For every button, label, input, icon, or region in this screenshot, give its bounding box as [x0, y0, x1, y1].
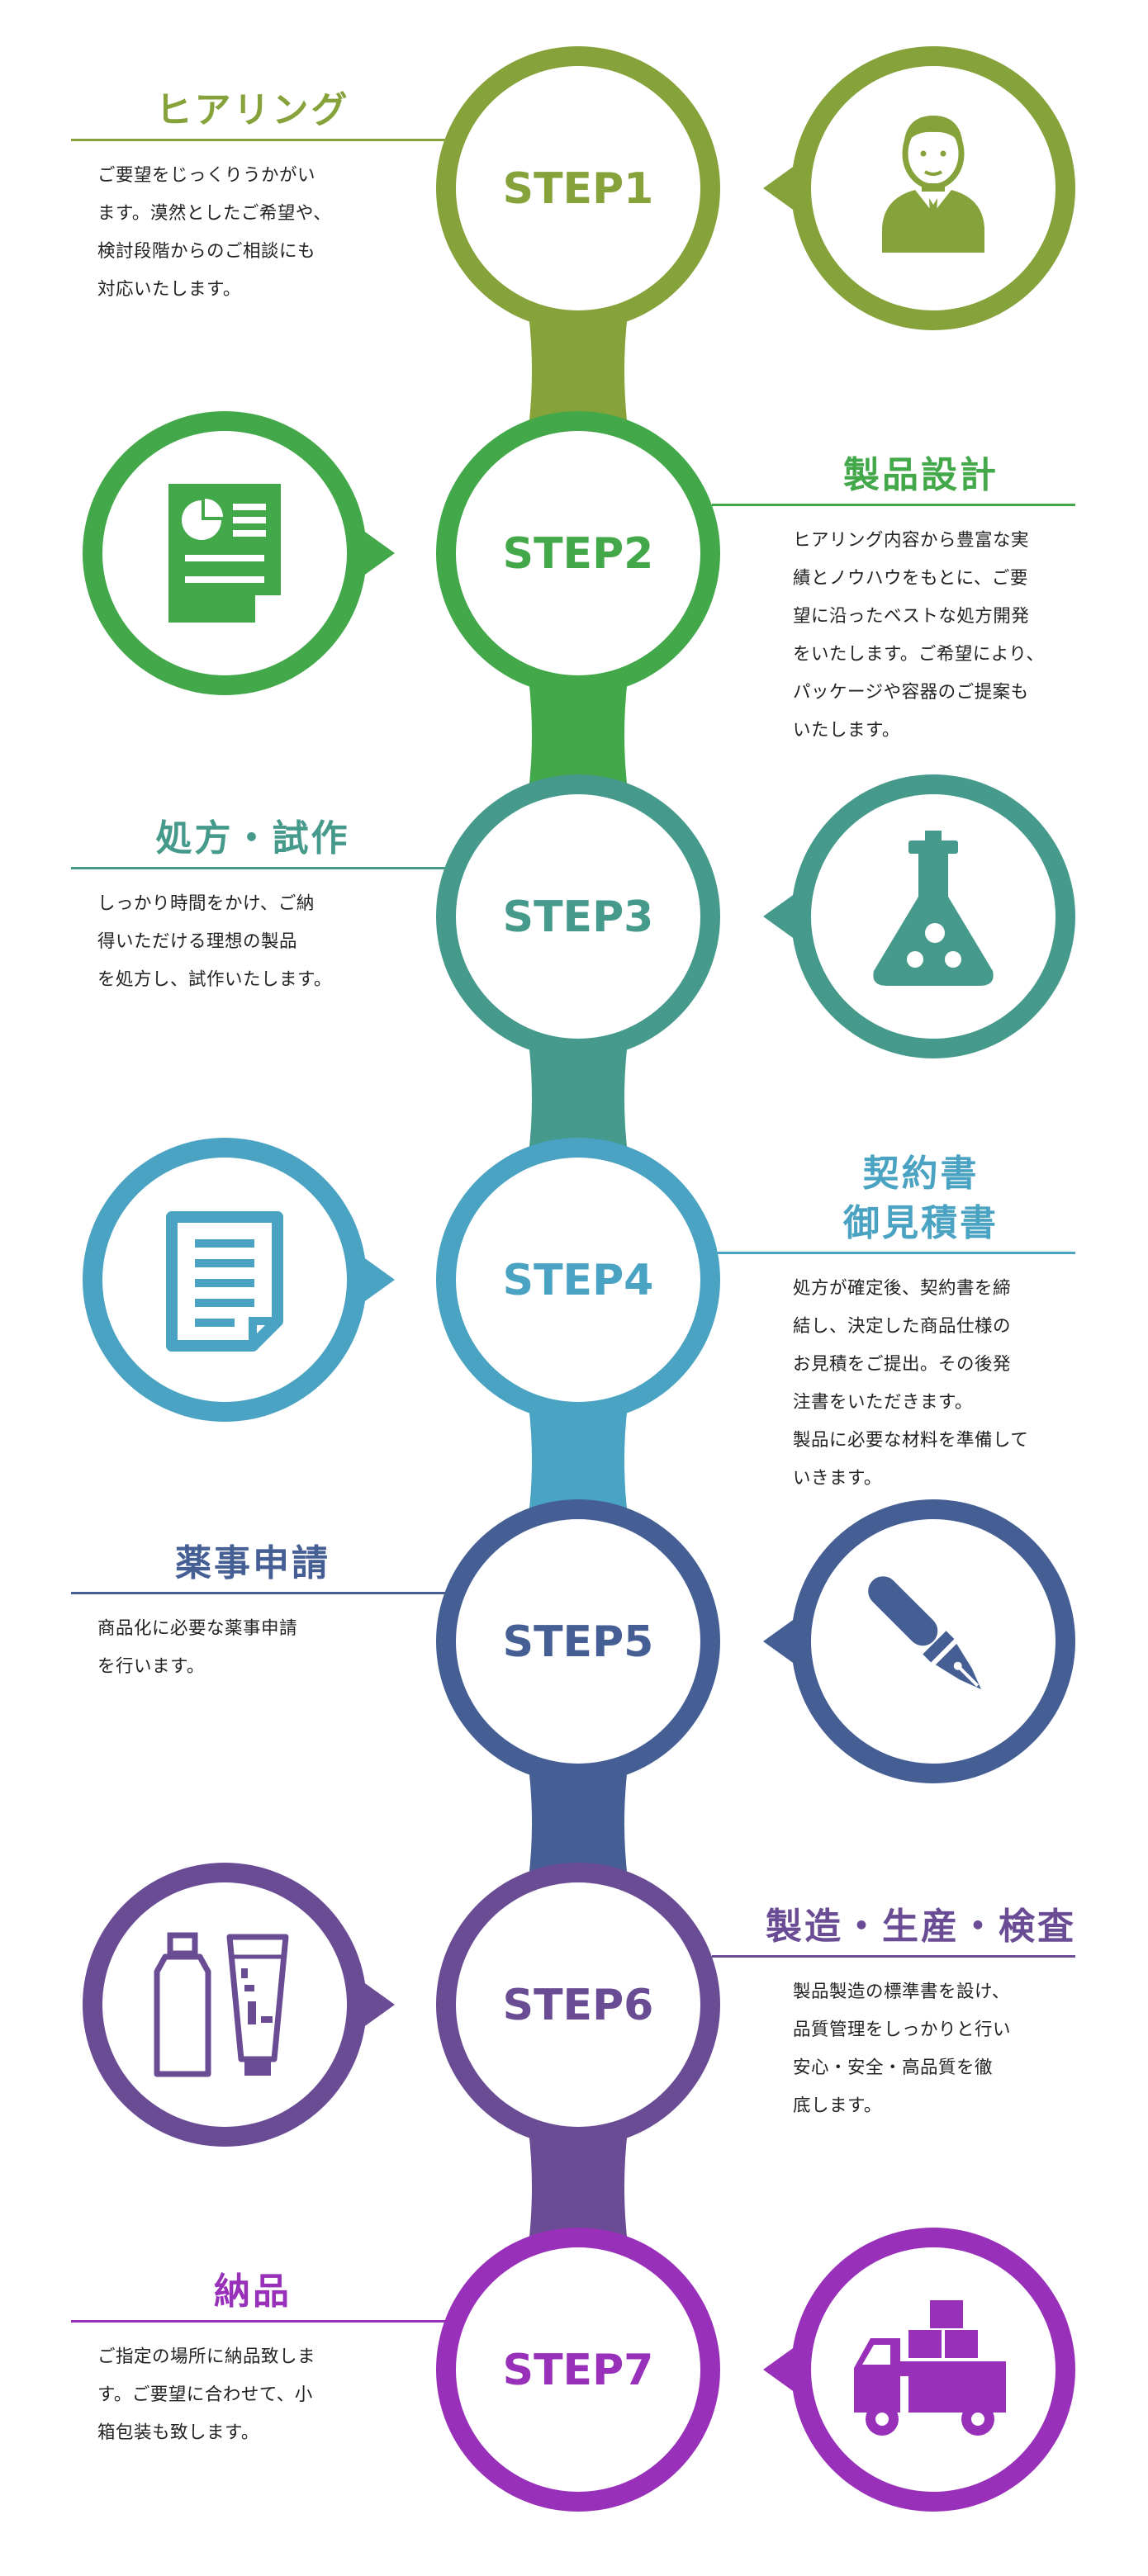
step-node: STEP4 [83, 1138, 720, 1422]
step-node: STEP3 [436, 774, 1075, 1058]
step-description: ご要望をじっくりうかがい ます。漠然としたご希望や、 検討段階からのご相談にも … [97, 165, 332, 300]
step-title: 薬事申請 [175, 1542, 330, 1584]
step-title: 処方・試作 [155, 817, 350, 859]
step-connector [529, 1767, 628, 1879]
step-connector [529, 1042, 628, 1154]
step-ring-inner [456, 1882, 700, 2127]
delivery-truck-icon [854, 2300, 1006, 2436]
step-title: 納品 [214, 2271, 292, 2313]
step-ring-inner [456, 1158, 700, 1402]
fountain-pen-icon [868, 1576, 981, 1689]
report-document-icon [168, 484, 284, 626]
step-connector [529, 2130, 628, 2244]
icon-bubble [763, 46, 1075, 330]
flask-icon [873, 831, 994, 986]
step-description: しっかり時間をかけ、ご納 得いただける理想の製品 を処方し、試作いたします。 [97, 893, 332, 990]
step-ring-inner [456, 794, 700, 1039]
step-label: STEP2 [503, 529, 654, 579]
title-underline [712, 1252, 1075, 1254]
step-label: STEP4 [503, 1256, 654, 1305]
icon-bubble [83, 1138, 395, 1422]
businessman-icon [882, 116, 984, 253]
title-underline [71, 139, 458, 141]
step-description: 処方が確定後、契約書を締 結し、決定した商品仕様の お見積をご提出。その後発 注… [793, 1278, 1029, 1489]
icon-bubble [763, 1499, 1075, 1783]
contract-document-icon [166, 1211, 283, 1352]
step-connector [529, 679, 628, 791]
step-ring-inner [456, 2247, 700, 2492]
step-ring-inner [456, 1519, 700, 1764]
cosmetics-bottle-icon [154, 1932, 289, 2077]
step-connector [529, 314, 628, 428]
step-ring-inner [456, 66, 700, 310]
step-node: STEP5 [436, 1499, 1075, 1783]
title-underline [712, 504, 1075, 506]
step-title: 製品設計 [843, 454, 999, 496]
step-connector [529, 1405, 628, 1516]
title-underline [71, 1592, 458, 1594]
title-underline [712, 1955, 1075, 1958]
step-label: STEP3 [503, 893, 654, 942]
step-description: ご指定の場所に納品致しま す。ご要望に合わせて、小 箱包装も致します。 [97, 2346, 316, 2443]
title-underline [71, 2320, 458, 2323]
step-ring-inner [456, 431, 700, 675]
step-title: ヒアリング [155, 89, 350, 131]
step-description: 製品製造の標準書を設け、 品質管理をしっかりと行い 安心・安全・高品質を徹 底し… [793, 1982, 1012, 2116]
icon-bubble [763, 774, 1075, 1058]
icon-bubble [83, 1863, 395, 2147]
step-label: STEP7 [503, 2346, 654, 2395]
step-label: STEP1 [503, 164, 654, 214]
step-title: 契約書 御見積書 [843, 1153, 999, 1244]
icon-bubble [763, 2228, 1075, 2512]
step-label: STEP5 [503, 1617, 654, 1667]
step-node: STEP7 [436, 2228, 1075, 2512]
step-description: 商品化に必要な薬事申請 を行います。 [97, 1618, 298, 1677]
step-title: 製造・生産・検査 [766, 1906, 1076, 1948]
step-label: STEP6 [503, 1981, 654, 2030]
title-underline [71, 867, 458, 869]
step-description: ヒアリング内容から豊富な実 績とノウハウをもとに、ご要 望に沿ったベストな処方開… [793, 530, 1045, 741]
step-node: STEP2 [83, 411, 720, 695]
icon-bubble [83, 411, 395, 695]
step-node: STEP1 [436, 46, 1075, 330]
step-node: STEP6 [83, 1863, 720, 2147]
